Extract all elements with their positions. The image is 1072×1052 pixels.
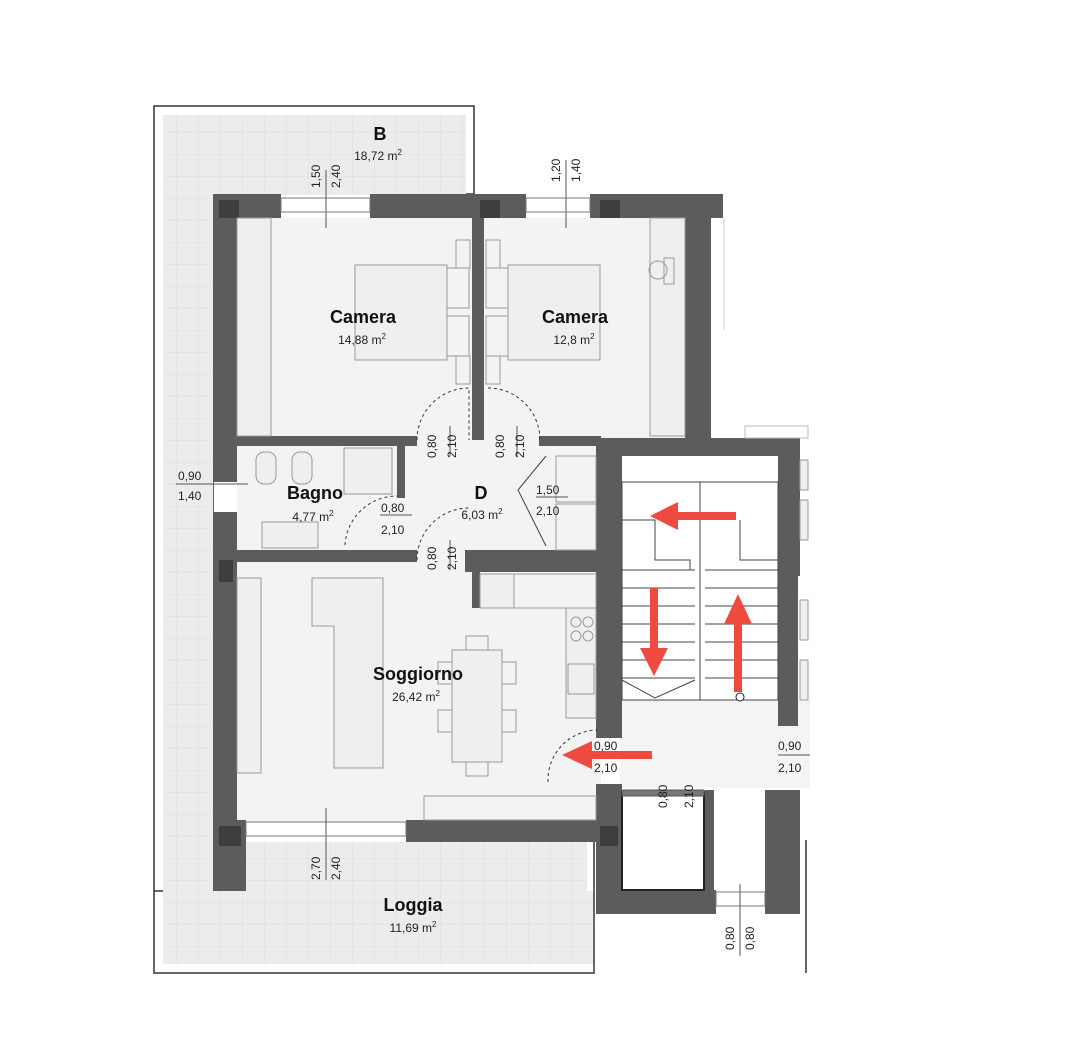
room-name: Camera [330, 307, 397, 327]
room-area: 11,69 m2 [390, 920, 437, 935]
room-name: Soggiorno [373, 664, 463, 684]
terrace-tiles [163, 115, 593, 964]
dim-stair-exit-b: 0,80 [743, 926, 757, 950]
furniture [236, 217, 686, 821]
dim-lift-b: 2,10 [682, 784, 696, 808]
dim-entry-b: 2,10 [594, 761, 618, 775]
room-label-camera-2: Camera 12,8 m2 [542, 307, 609, 347]
room-name: Camera [542, 307, 609, 327]
room-area: 14,88 m2 [338, 332, 386, 347]
washbasin [261, 521, 319, 549]
interior-floor [237, 218, 810, 822]
double-bed-1 [354, 264, 448, 361]
circulation-arrows [562, 502, 752, 769]
dim-win-bagno-bottom: 1,40 [178, 489, 202, 503]
room-area: 12,8 m2 [553, 332, 595, 347]
room-label-disimpegno: D 6,03 m2 [461, 483, 503, 522]
dim-door-camera2-a: 0,80 [493, 434, 507, 458]
desk-chair [648, 260, 668, 280]
room-name: D [475, 483, 488, 503]
dim-door-soggiorno-a: 0,80 [425, 546, 439, 570]
dim-lift-a: 0,80 [656, 784, 670, 808]
dim-win-loggia-bottom: 2,40 [329, 856, 343, 880]
arrow-left-entry [562, 741, 652, 769]
room-label-bagno: Bagno 4,77 m2 [287, 483, 343, 524]
wardrobe-camera-1 [236, 217, 272, 437]
dim-stair-exit-a: 0,80 [723, 926, 737, 950]
shower-tray [343, 447, 393, 495]
neighbour-unit [723, 218, 809, 973]
dim-win-camera2-top: 1,20 [549, 158, 563, 182]
double-bed-2 [507, 264, 601, 361]
room-label-soggiorno: Soggiorno 26,42 m2 [373, 664, 463, 704]
bidet [291, 451, 313, 485]
dim-win-camera2-bottom: 1,40 [569, 158, 583, 182]
dim-win-loggia-top: 2,70 [309, 856, 323, 880]
opening-labels: 1,50 2,40 1,20 1,40 0,90 1,40 0,80 2,10 … [178, 158, 802, 950]
room-name: Loggia [384, 895, 444, 915]
door-swings [344, 387, 599, 783]
tv-unit [236, 577, 262, 774]
dim-door-camera2-b: 2,10 [513, 434, 527, 458]
dim-closet-a: 1,50 [536, 483, 560, 497]
dim-entry-right-a: 0,90 [778, 739, 802, 753]
room-name: B [374, 124, 387, 144]
toilet [255, 451, 277, 485]
room-area: 4,77 m2 [292, 509, 334, 524]
wardrobe-camera-2 [649, 217, 686, 437]
kitchen-counter [565, 607, 597, 719]
room-label-loggia: Loggia 11,69 m2 [384, 895, 444, 935]
dim-closet-b: 2,10 [536, 504, 560, 518]
arrow-up [724, 594, 752, 692]
room-area: 18,72 m2 [354, 148, 402, 163]
dim-door-camera1-a: 0,80 [425, 434, 439, 458]
room-area: 26,42 m2 [392, 689, 440, 704]
dining-table [451, 649, 503, 763]
dim-entry-right-b: 2,10 [778, 761, 802, 775]
dim-win-camera1-bottom: 2,40 [329, 164, 343, 188]
dim-win-camera1-top: 1,50 [309, 164, 323, 188]
arrow-left-top [650, 502, 736, 530]
dim-door-bagno-a: 0,80 [381, 501, 405, 515]
arrow-down [640, 588, 668, 676]
walls [213, 194, 800, 914]
room-area: 6,03 m2 [461, 507, 503, 522]
corner-sofa [311, 577, 384, 769]
dim-door-camera1-b: 2,10 [445, 434, 459, 458]
fridge [479, 573, 515, 609]
room-name: Bagno [287, 483, 343, 503]
dim-door-soggiorno-b: 2,10 [445, 546, 459, 570]
room-label-camera-1: Camera 14,88 m2 [330, 307, 397, 347]
dim-entry-a: 0,90 [594, 739, 618, 753]
dim-win-bagno-top: 0,90 [178, 469, 202, 483]
room-label-terrace-b: B 18,72 m2 [354, 124, 402, 163]
dim-door-bagno-b: 2,10 [381, 523, 405, 537]
stair-start-marker [735, 692, 745, 702]
